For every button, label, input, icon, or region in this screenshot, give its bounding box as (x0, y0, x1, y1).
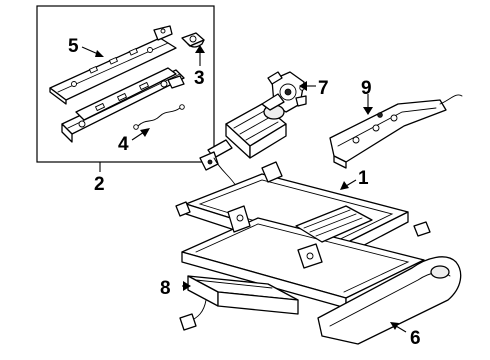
lower-seat-track (61, 67, 185, 143)
seat-motor-assembly (199, 93, 287, 187)
callout-5: 5 (68, 36, 79, 57)
part-1-seat-frame (175, 161, 431, 309)
inset-box-assembly (36, 5, 215, 172)
callout-1: 1 (358, 168, 369, 189)
part-6-side-shield (317, 256, 462, 345)
callout-8: 8 (160, 278, 171, 299)
part-8-trim-cover (179, 275, 299, 331)
callout-2: 2 (94, 174, 105, 195)
part-3-clip (181, 32, 205, 48)
callout-9: 9 (361, 78, 372, 99)
part-4-spring-cable (133, 104, 185, 130)
callout-7: 7 (318, 78, 329, 99)
part-9-control-module (329, 94, 463, 169)
callout-4: 4 (118, 134, 129, 155)
leaders (81, 45, 407, 333)
callout-3: 3 (194, 68, 205, 89)
callout-6: 6 (410, 328, 421, 349)
part-5-track-bracket-plate (49, 25, 177, 105)
